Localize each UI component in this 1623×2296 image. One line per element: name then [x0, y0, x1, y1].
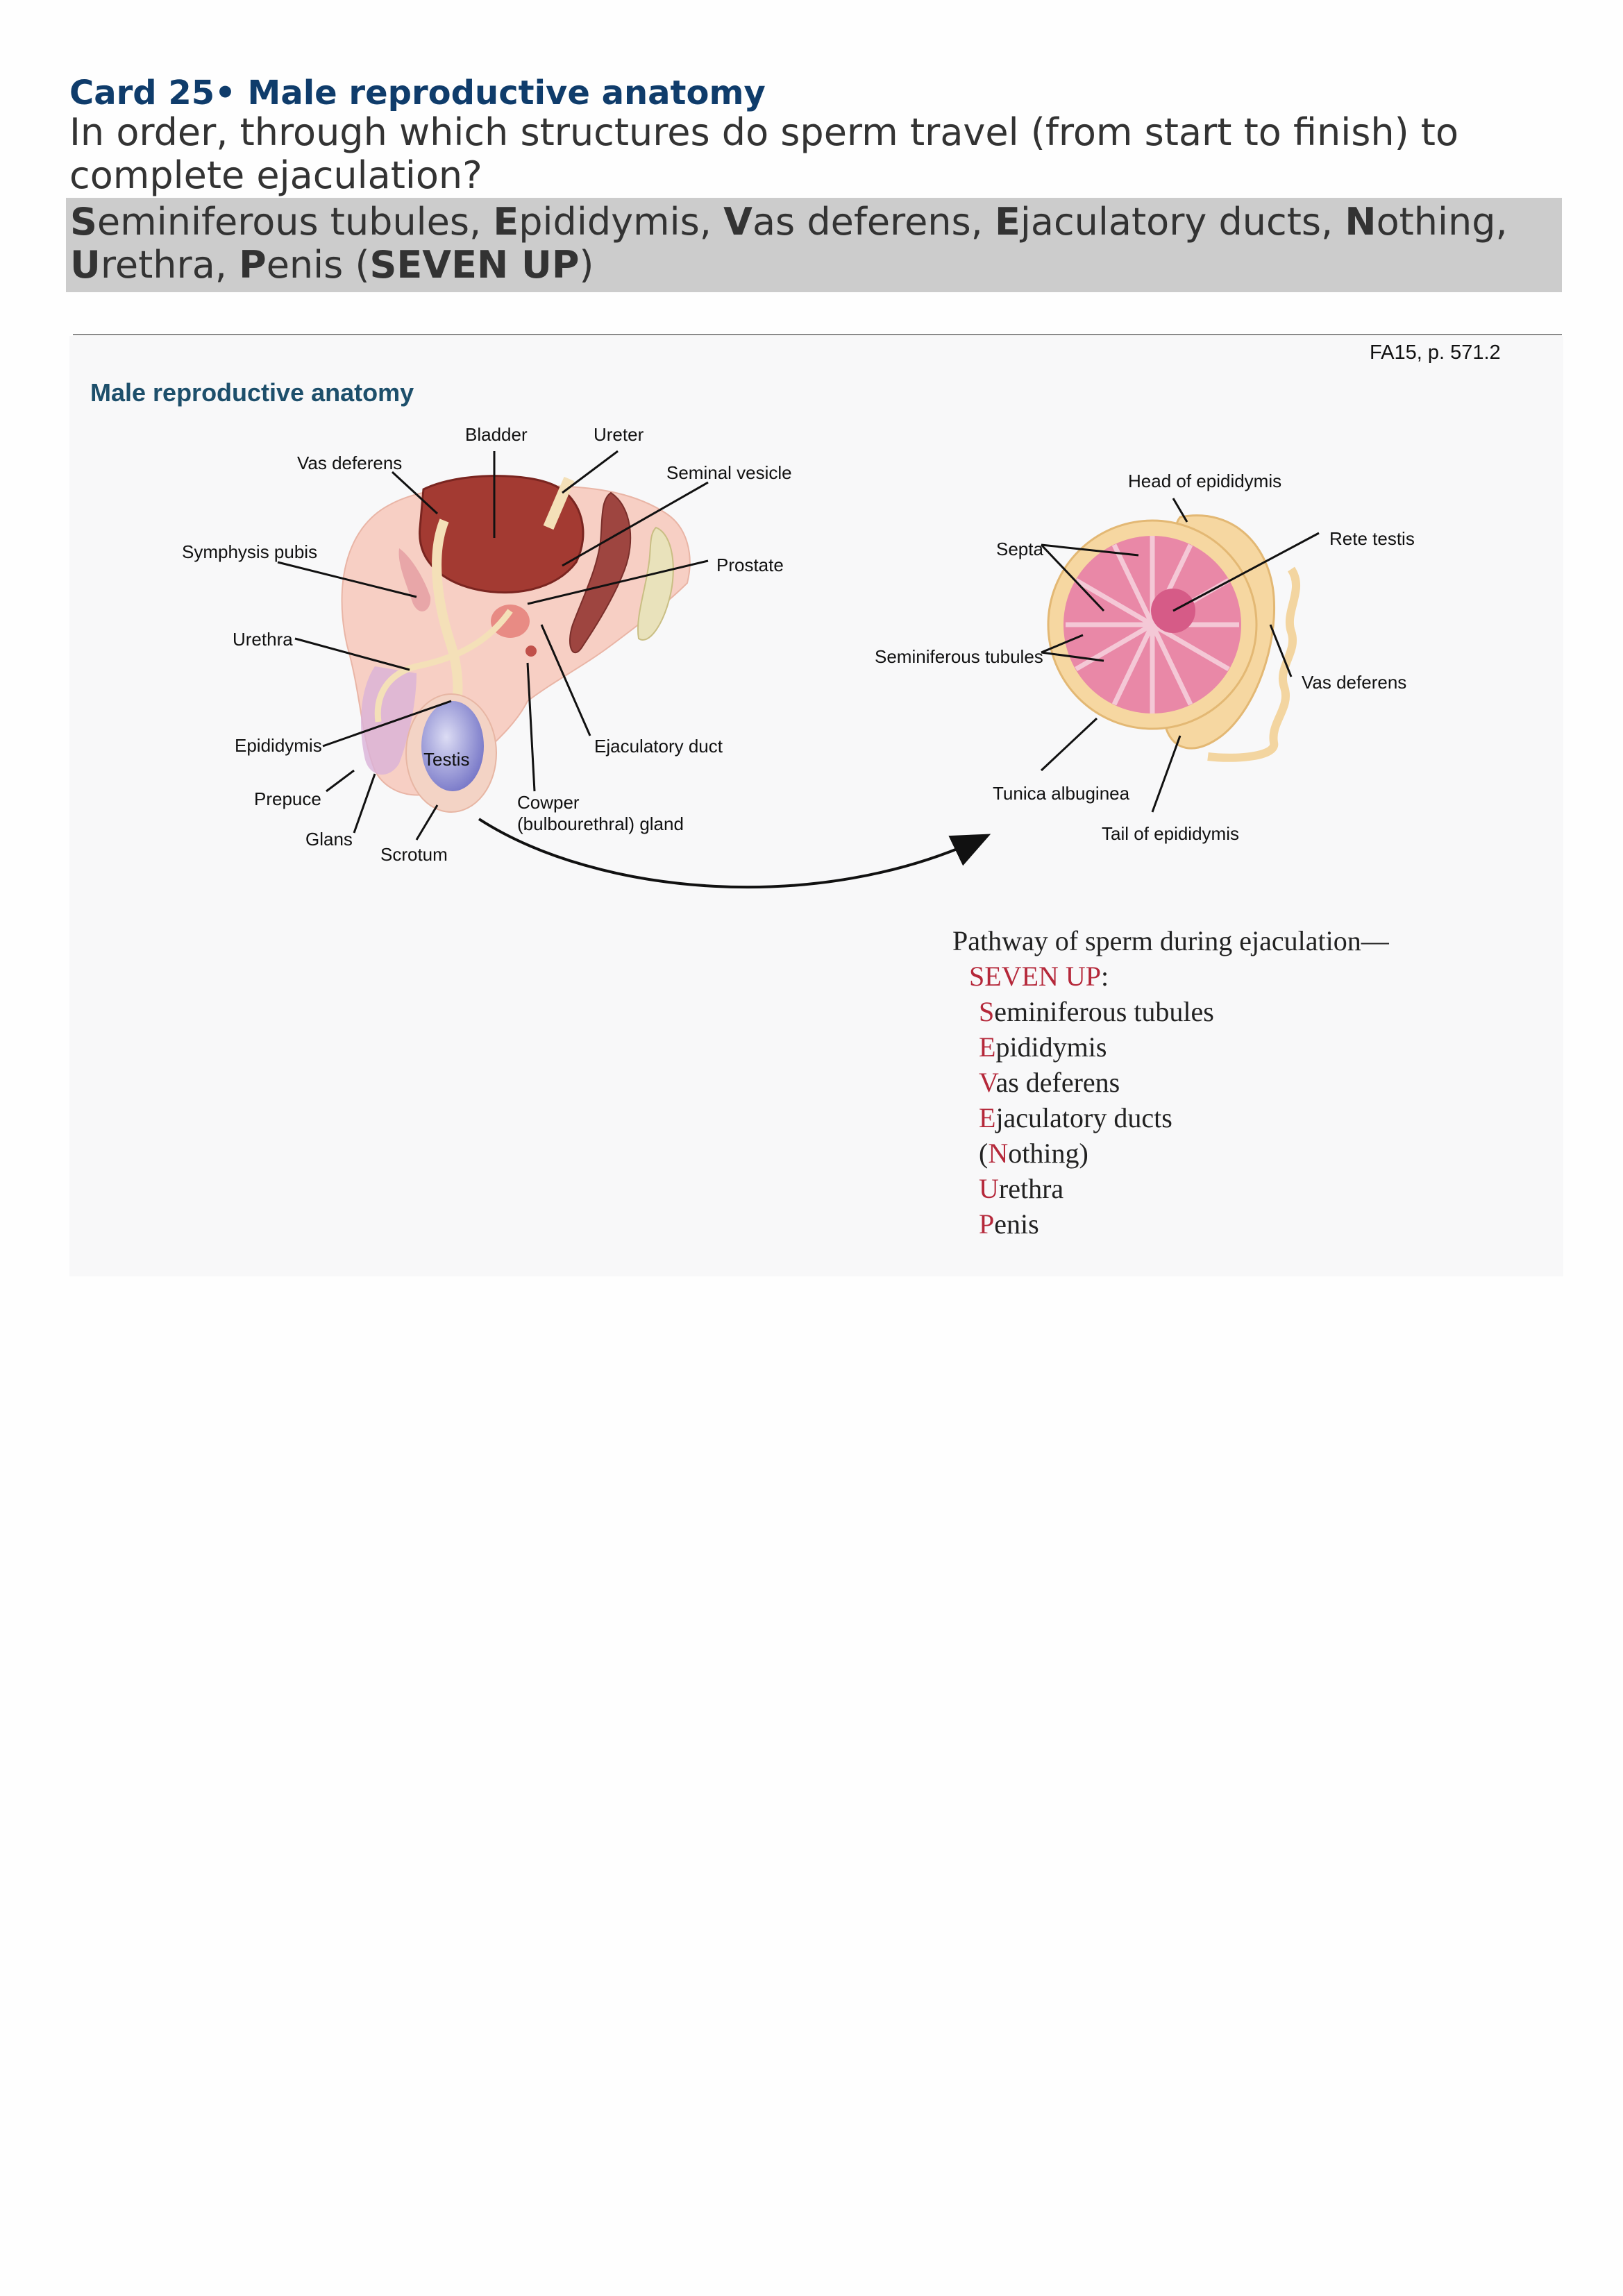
label-ejaculatory-duct: Ejaculatory duct — [594, 736, 723, 757]
vas-deferens-coil — [1207, 566, 1301, 762]
mnemonic-name-line: SEVEN UP: — [969, 961, 1109, 992]
figure-panel — [69, 336, 1563, 1276]
figure-title: Male reproductive anatomy — [90, 378, 414, 407]
prostate-shape — [491, 605, 530, 638]
label-seminiferous-tubules: Seminiferous tubules — [875, 646, 1043, 667]
mnemonic-name: SEVEN UP — [969, 961, 1102, 992]
label-scrotum: Scrotum — [380, 844, 448, 865]
septa-lines — [1066, 536, 1239, 714]
label-ureter: Ureter — [594, 424, 644, 445]
seminal-vesicle-shape — [569, 491, 632, 654]
label-prepuce: Prepuce — [254, 788, 321, 809]
mnemonic-heading: Pathway of sperm during ejaculation— — [952, 925, 1389, 956]
sagittal-diagram — [341, 475, 691, 813]
label-cowper-2: (bulbourethral) gland — [517, 813, 684, 834]
answer-item: Ejaculatory ducts, — [995, 200, 1345, 244]
leader-lines — [277, 450, 1320, 841]
mnemonic-item: Seminiferous tubules — [979, 996, 1214, 1027]
testis-shape — [421, 701, 484, 791]
answer-item: Epididymis, — [493, 200, 724, 244]
symphysis-pubis-shape — [398, 548, 431, 611]
divider-rule — [73, 334, 1562, 335]
pathway-arrow — [478, 818, 991, 889]
mnemonic-item: Vas deferens — [979, 1067, 1120, 1098]
label-glans: Glans — [305, 829, 353, 850]
urethra-path — [374, 609, 513, 723]
answer-item: Urethra, — [70, 243, 239, 287]
penis-shape — [361, 666, 417, 775]
mnemonic-item: Ejaculatory ducts — [979, 1102, 1172, 1133]
label-bladder: Bladder — [465, 424, 528, 445]
card-question: In order, through which structures do sp… — [69, 110, 1459, 197]
mnemonic-box: Pathway of sperm during ejaculation— SEV… — [952, 923, 1389, 1242]
label-tunica-albuginea: Tunica albuginea — [993, 783, 1130, 804]
mnemonic-item: (Nothing) — [979, 1138, 1088, 1169]
mnemonic-item: Penis — [979, 1208, 1039, 1240]
card-answer: Seminiferous tubules, Epididymis, Vas de… — [66, 198, 1562, 292]
ureter-path — [543, 476, 575, 530]
mnemonic-item: Urethra — [979, 1173, 1064, 1204]
answer-item: Seminiferous tubules, — [70, 200, 494, 244]
cowper-gland-shape — [525, 645, 537, 657]
label-vas-deferens-right: Vas deferens — [1302, 672, 1406, 693]
answer-item: Penis ( — [239, 243, 370, 287]
label-symphysis-pubis: Symphysis pubis — [182, 541, 317, 562]
label-head-of-epididymis: Head of epididymis — [1128, 471, 1281, 491]
label-seminal-vesicle: Seminal vesicle — [666, 462, 792, 483]
figure-source: FA15, p. 571.2 — [1370, 341, 1501, 364]
label-cowper-1: Cowper — [517, 792, 580, 813]
label-tail-of-epididymis: Tail of epididymis — [1102, 823, 1239, 844]
label-septa: Septa — [996, 539, 1043, 559]
card-title: Card 25• Male reproductive anatomy — [69, 74, 766, 112]
label-testis: Testis — [423, 749, 469, 770]
label-rete-testis: Rete testis — [1329, 528, 1415, 549]
label-prostate: Prostate — [716, 555, 784, 575]
answer-item: Nothing, — [1345, 200, 1508, 244]
answer-item: Vas deferens, — [723, 200, 995, 244]
answer-mnemonic: SEVEN UP — [369, 243, 580, 287]
label-urethra: Urethra — [233, 629, 293, 650]
label-vas-deferens: Vas deferens — [297, 453, 402, 473]
bladder-shape — [419, 475, 585, 594]
mnemonic-item: Epididymis — [979, 1031, 1107, 1063]
label-epididymis: Epididymis — [235, 735, 322, 756]
testis-cross-section — [1047, 514, 1301, 762]
rectum-shape — [637, 526, 674, 641]
